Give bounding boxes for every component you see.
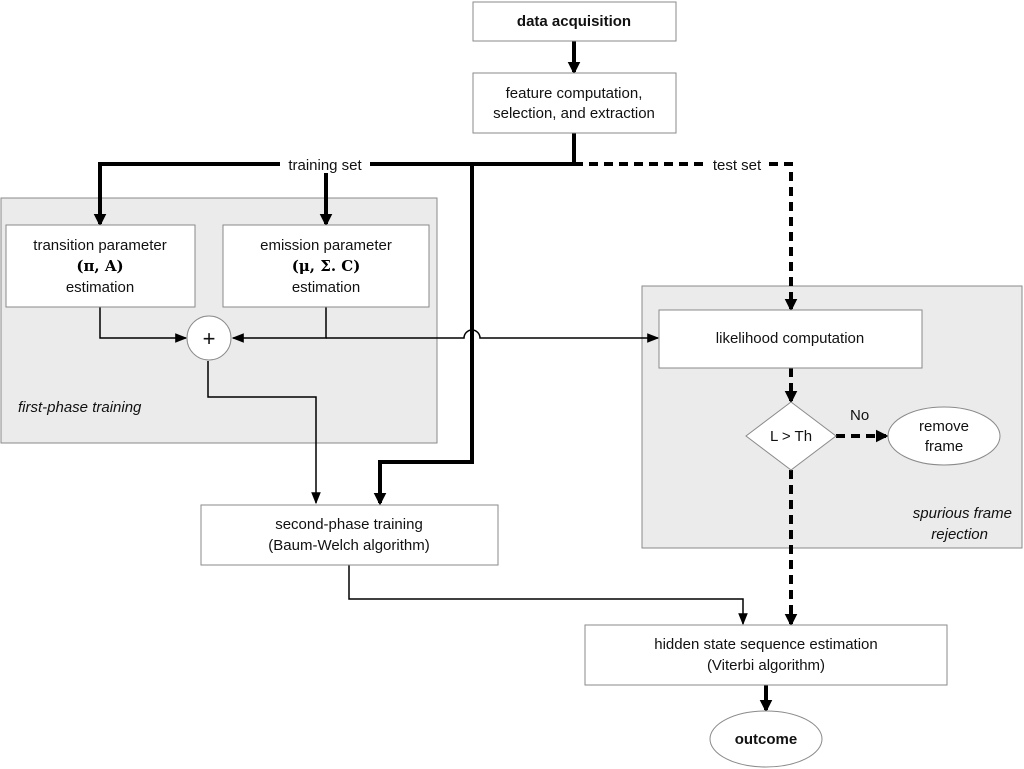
svg-text:emission parameter: emission parameter: [260, 237, 392, 254]
first-phase-training-label: first-phase training: [18, 399, 142, 416]
test-set-label: test set: [713, 157, 762, 174]
svg-text:data acquisition: data acquisition: [517, 13, 631, 30]
threshold-decision-node: L > Th: [745, 401, 837, 471]
svg-text:(μ, Σ. C): (μ, Σ. C): [292, 257, 361, 275]
svg-text:likelihood computation: likelihood computation: [716, 330, 864, 347]
likelihood-computation-node: likelihood computation: [658, 309, 923, 369]
svg-text:estimation: estimation: [66, 279, 134, 296]
no-label: No: [850, 407, 869, 424]
arrow-training-to-second-phase: [373, 164, 474, 506]
remove-frame-node: remove frame: [887, 406, 1001, 466]
spurious-frame-rejection-label: spurious frame: [913, 505, 1012, 522]
feature-computation-node: feature computation, selection, and extr…: [472, 72, 677, 134]
arrow-second-phase-to-hidden-state: [348, 565, 748, 626]
svg-text:remove: remove: [919, 418, 969, 435]
svg-text:selection, and extraction: selection, and extraction: [493, 105, 655, 122]
arrow-transition-to-plus: [99, 307, 188, 343]
training-set-label: training set: [288, 157, 362, 174]
arrow-test-set-to-likelihood: [574, 162, 798, 312]
svg-text:+: +: [203, 326, 216, 351]
svg-text:estimation: estimation: [292, 279, 360, 296]
outcome-node: outcome: [709, 710, 823, 768]
arrow-plus-to-likelihood: [326, 329, 660, 343]
arrow-plus-to-second-phase: [207, 361, 321, 505]
svg-text:hidden state sequence estimati: hidden state sequence estimation: [654, 636, 877, 653]
spurious-frame-rejection-label-line2: rejection: [931, 526, 988, 543]
transition-parameter-node: transition parameter (π, A) estimation: [5, 224, 196, 308]
svg-text:(Baum-Welch algorithm): (Baum-Welch algorithm): [268, 537, 429, 554]
svg-text:transition parameter: transition parameter: [33, 237, 166, 254]
svg-text:outcome: outcome: [735, 731, 798, 748]
data-acquisition-node: data acquisition: [472, 1, 677, 42]
svg-text:L > Th: L > Th: [770, 428, 812, 445]
second-phase-training-node: second-phase training (Baum-Welch algori…: [200, 504, 499, 566]
svg-text:(π, A): (π, A): [76, 257, 123, 275]
emission-parameter-node: emission parameter (μ, Σ. C) estimation: [222, 224, 430, 308]
training-set-label-bg: [280, 155, 370, 173]
test-set-label-bg: [706, 155, 768, 173]
svg-text:frame: frame: [925, 438, 963, 455]
svg-text:feature computation,: feature computation,: [506, 85, 643, 102]
combine-plus-node: +: [186, 315, 232, 361]
svg-text:(Viterbi algorithm): (Viterbi algorithm): [707, 657, 825, 674]
hidden-state-estimation-node: hidden state sequence estimation (Viterb…: [584, 624, 948, 686]
svg-text:second-phase training: second-phase training: [275, 516, 423, 533]
